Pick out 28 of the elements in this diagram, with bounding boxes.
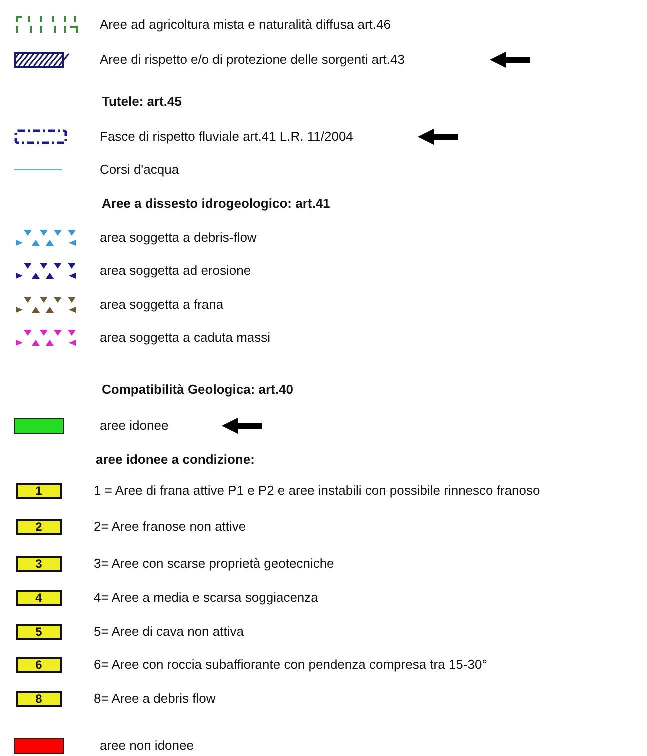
legend-text: 6= Aree con roccia subaffiorante con pendenza compresa tra 15-30° xyxy=(94,657,488,673)
legend-text: 8= Aree a debris flow xyxy=(94,691,216,707)
legend-text: Fasce di rispetto fluviale art.41 L.R. 11/2004 xyxy=(100,129,354,145)
section-heading: Aree a dissesto idrogeologico: art.41 xyxy=(102,196,330,212)
numbered-swatch: 1 xyxy=(16,483,62,499)
legend-text: area soggetta a debris-flow xyxy=(100,230,257,246)
legend-text: Aree di rispetto e/o di protezione delle sorgenti art.43 xyxy=(100,52,405,68)
numbered-swatch: 4 xyxy=(16,590,62,606)
numbered-swatch: 5 xyxy=(16,624,62,640)
legend-text: 2= Aree franose non attive xyxy=(94,519,246,535)
numbered-swatch: 6 xyxy=(16,657,62,673)
legend-text: Corsi d'acqua xyxy=(100,162,180,178)
legend-text: aree non idonee xyxy=(100,738,194,754)
legend-text: 3= Aree con scarse proprietà geotecniche xyxy=(94,556,334,572)
legend-text: aree idonee xyxy=(100,418,169,434)
numbered-swatch: 3 xyxy=(16,556,62,572)
section-heading: aree idonee a condizione: xyxy=(96,452,255,468)
legend-text: area soggetta a frana xyxy=(100,297,224,313)
legend-text: 1 = Aree di frana attive P1 e P2 e aree instabili con possibile rinnesco franoso xyxy=(94,483,540,499)
legend-text: area soggetta a caduta massi xyxy=(100,330,271,346)
legend-text: Aree ad agricoltura mista e naturalità diffusa art.46 xyxy=(100,17,391,33)
section-heading: Compatibilità Geologica: art.40 xyxy=(102,382,294,398)
legend-text: 5= Aree di cava non attiva xyxy=(94,624,244,640)
legend-text: area soggetta ad erosione xyxy=(100,263,252,279)
section-heading: Tutele: art.45 xyxy=(102,94,182,110)
numbered-swatch: 2 xyxy=(16,519,62,535)
numbered-swatch: 8 xyxy=(16,691,62,707)
legend-text: 4= Aree a media e scarsa soggiacenza xyxy=(94,590,318,606)
